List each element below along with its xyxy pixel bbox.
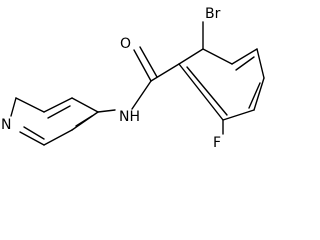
bromine-label: Br [205,6,221,22]
pyridine-nitrogen-label: N [1,117,11,133]
chemical-structure: Br O NH N F [1,6,265,151]
oxygen-label: O [120,36,131,52]
bond-c6-c7 [222,109,255,121]
bond-c2-c3 [202,48,233,65]
bonds [10,21,265,146]
bond-py-inner-2 [23,126,45,140]
bond-c1-c2 [178,48,204,65]
bond-py-5 [19,131,45,146]
bond-c-o-1 [133,49,152,82]
bond-inner-1 [248,82,261,109]
bond-py-3 [15,97,45,113]
bond-c5-c6 [253,77,265,111]
amide-nitrogen-label: NH [119,109,140,125]
bond-py-inner-1 [47,105,71,119]
bond-py-2 [43,97,73,113]
fluorine-label: F [213,135,221,151]
bond-c3-c4 [231,48,258,65]
bond-py-6 [43,129,73,146]
bond-n-pyridine [97,109,116,113]
bond-c-o-2 [139,46,158,78]
bond-c4-c5 [256,48,265,79]
bond-c7-c1 [178,63,224,121]
bond-py-inner-3 [75,115,93,127]
bond-py-4 [10,97,17,117]
bond-c1-carbonyl [150,63,180,82]
bond-inner-3 [235,56,255,71]
bond-py-1 [71,97,99,113]
bond-inner-2 [186,66,228,116]
bond-carbonyl-n [131,80,152,110]
